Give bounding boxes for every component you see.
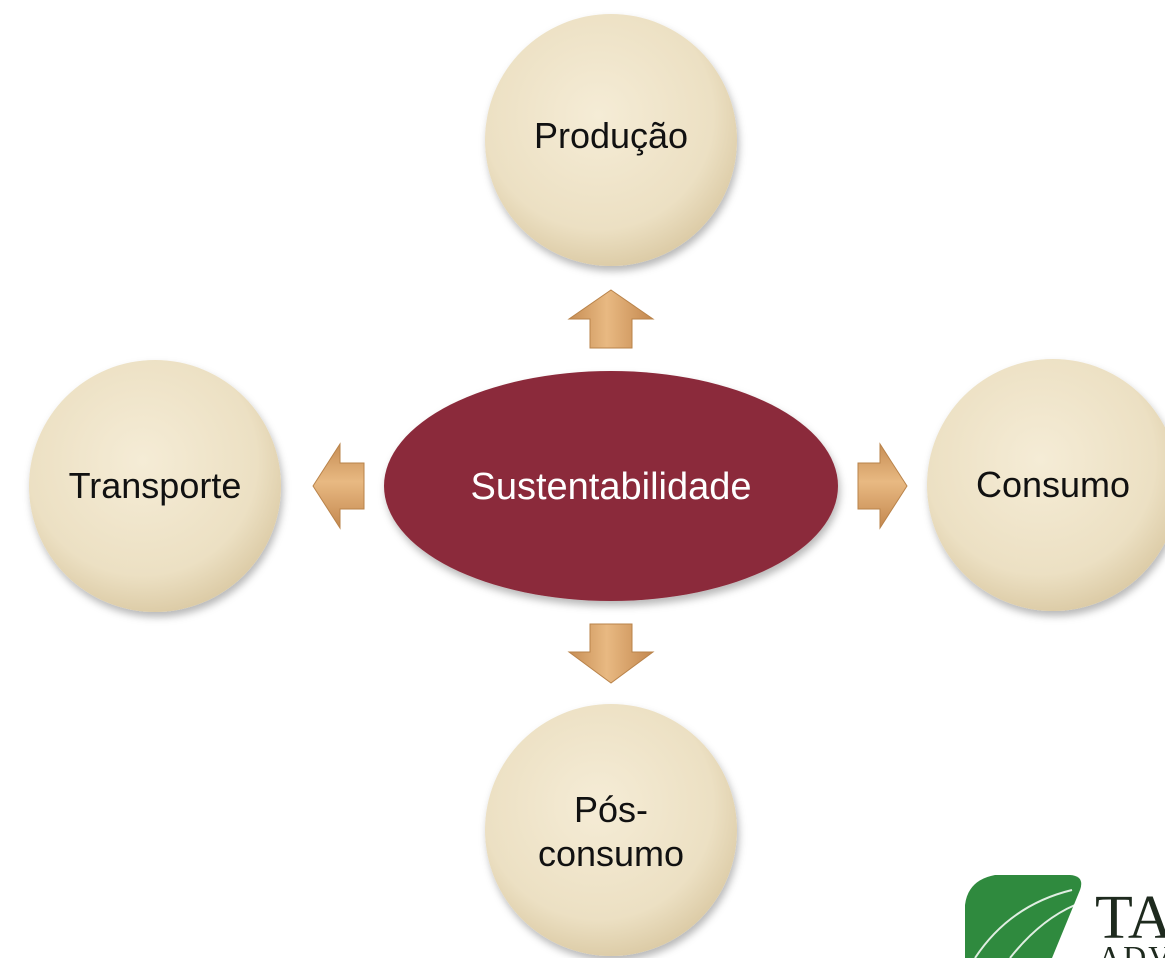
node-producao-circle — [485, 14, 737, 266]
logo-text-small: ADV — [1098, 939, 1165, 958]
node-pos-consumo-label-line2: consumo — [538, 833, 684, 874]
center-node — [384, 371, 838, 601]
center-ellipse — [384, 371, 838, 601]
logo-leaf-icon — [965, 875, 1082, 958]
arrow-right-icon — [857, 442, 908, 530]
arrow-left-icon — [312, 442, 365, 530]
node-pos-consumo-label-line1: Pós- — [574, 789, 648, 830]
node-consumo-circle — [927, 359, 1165, 611]
node-producao-label: Produção — [534, 115, 688, 156]
node-transporte-circle — [29, 360, 281, 612]
node-pos-consumo-circle — [485, 704, 737, 956]
node-transporte — [29, 360, 281, 612]
company-logo: TA ADV — [965, 875, 1165, 958]
node-consumo-label: Consumo — [976, 464, 1130, 505]
node-pos-consumo — [485, 704, 737, 956]
node-consumo — [927, 359, 1165, 611]
logo-text-large: TA — [1095, 884, 1165, 952]
node-producao — [485, 14, 737, 266]
node-transporte-label: Transporte — [69, 465, 242, 506]
arrow-down-icon — [567, 623, 655, 684]
arrow-up-icon — [567, 289, 655, 349]
center-label: Sustentabilidade — [471, 466, 752, 508]
